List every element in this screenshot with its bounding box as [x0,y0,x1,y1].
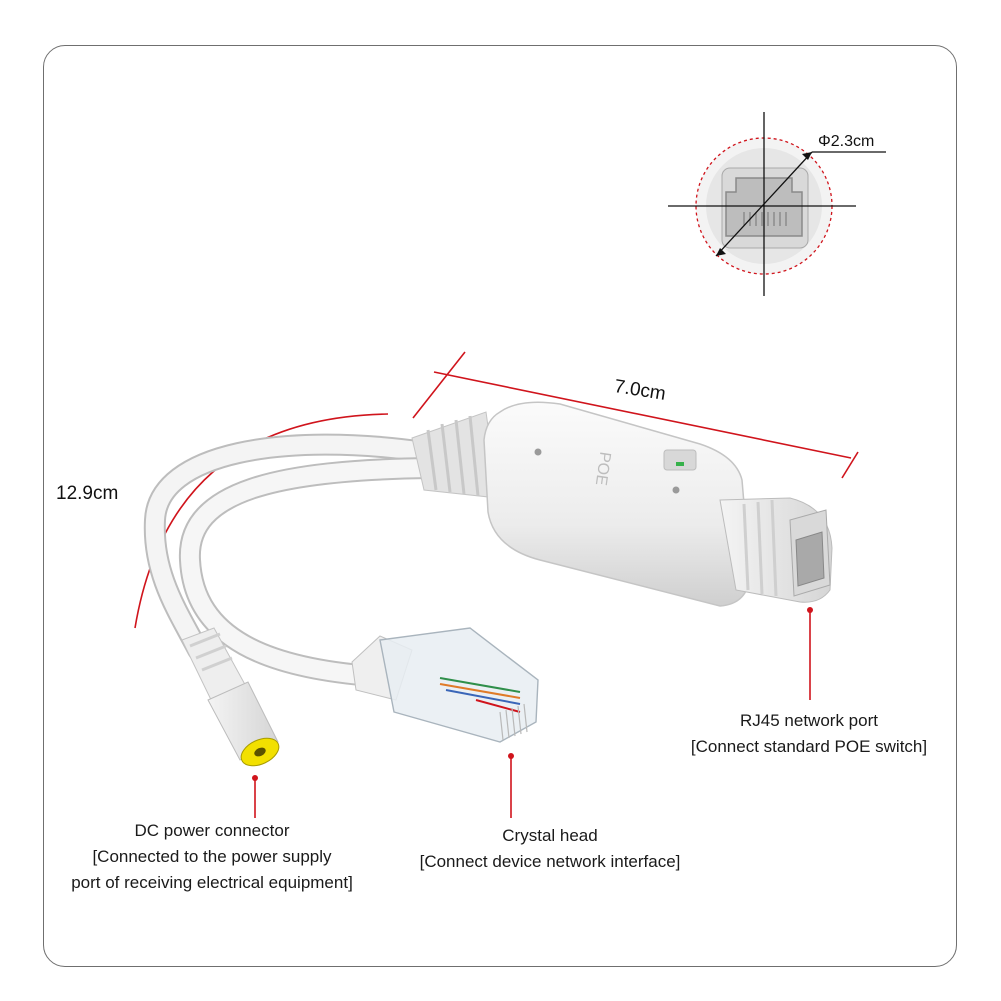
crystal-head-contacts [499,703,528,741]
lan-cable [180,459,439,685]
rj45-jack-opening [795,531,825,587]
poe-splitter-body: POE [483,401,751,607]
port-closeup [668,112,886,296]
dc-ridges [189,632,233,672]
port-diameter-label: Φ2.3cm [818,133,875,150]
poe-embossed-text: POE [592,451,614,487]
length-tick-right [841,451,859,479]
led-indicator [676,462,684,466]
screw-hole [534,448,542,456]
crystal-head-body [379,627,539,743]
rj45-port-end [719,497,833,603]
cable-length-label: 12.9cm [56,483,119,504]
diameter-arrow-icon [802,152,812,160]
rj45-port-callout: RJ45 network port [Connect standard POE … [664,708,954,760]
device-housing [483,401,751,607]
length-tick-left [412,351,466,419]
dc-connector-callout: DC power connector [Connected to the pow… [40,818,384,896]
dc-connector-title: DC power connector [134,821,290,840]
rj45-port-description: [Connect standard POE switch] [690,737,928,756]
length-dimension [412,351,859,479]
crystal-head-description: [Connect device network interface] [419,852,681,871]
dc-plug-pin-hole [254,747,266,757]
crystal-head-title: Crystal head [502,826,598,845]
screw-hole [672,486,680,494]
strain-relief [411,411,499,499]
image-frame [43,45,957,967]
diameter-line [715,151,813,257]
rj45-crystal-head [351,627,539,743]
callout-leaders [252,607,813,818]
cables [143,433,441,687]
crystal-head-callout: Crystal head [Connect device network int… [392,823,708,875]
dc-connector-description-1: [Connected to the power supply [92,847,332,866]
dc-cable [145,435,434,659]
diameter-arrow-icon [716,248,726,256]
dc-power-plug [181,627,280,767]
length-dimension-line [433,371,852,459]
collar-ridges [742,499,778,597]
dc-connector-description-2: port of receiving electrical equipment] [71,873,353,892]
status-window [663,449,697,471]
rj45-port-title: RJ45 network port [740,711,878,730]
strain-relief-ridges [426,415,480,497]
